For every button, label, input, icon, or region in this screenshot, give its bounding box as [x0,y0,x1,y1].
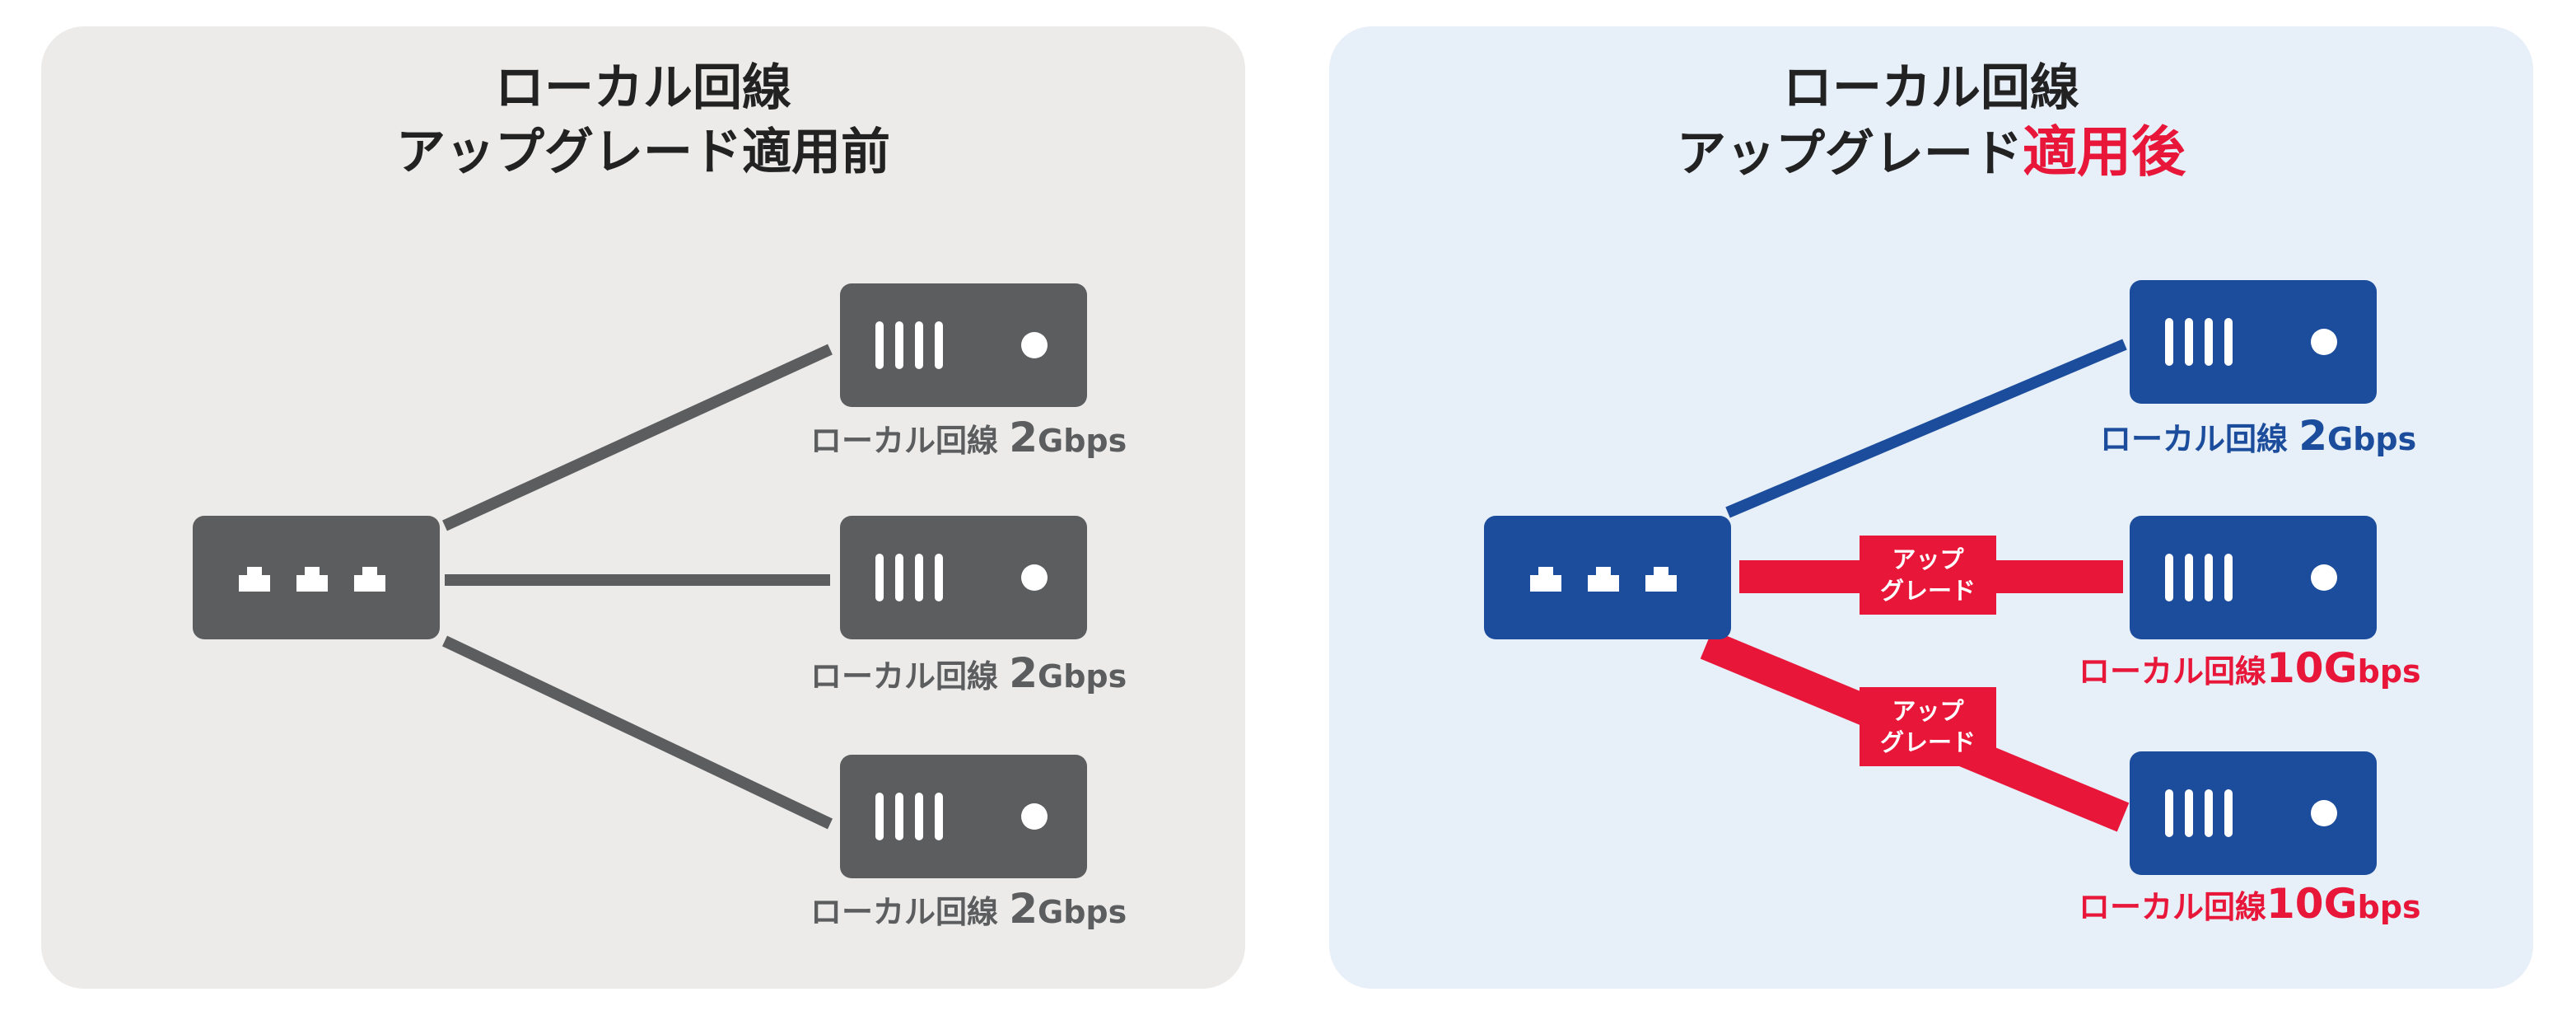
link-before-bottom [441,635,833,830]
title-before-line1: ローカル回線 [495,59,791,117]
title-after: ローカル回線 アップグレード適用後 [1329,56,2533,186]
title-after-line2: アップグレード適用後 [1329,120,2533,186]
switch-before [193,516,440,639]
upgrade-badge-line2: グレード [1879,728,1976,756]
upgrade-badge-bottom: アップ グレード [1860,687,1996,766]
title-after-line2-a: アップグレード [1677,125,2023,183]
server-after-1 [2130,280,2377,404]
upgrade-badge-line1: アップ [1892,697,1964,725]
server-before-2 [840,516,1087,639]
server-label-before-2: ローカル回線 2Gbps [810,649,1127,697]
link-after-top [1725,339,2127,518]
network-switch-icon [239,567,385,592]
server-label-before-3: ローカル回線 2Gbps [810,885,1127,933]
server-label-after-1: ローカル回線 2Gbps [2100,412,2417,460]
server-label-after-3: ローカル回線10Gbps [2079,880,2421,928]
server-before-1 [840,283,1087,407]
title-after-line2-highlight: 適用後 [2023,120,2186,184]
server-icon [875,321,1048,369]
server-before-3 [840,755,1087,878]
server-icon [2165,554,2337,601]
link-before-top [442,344,833,531]
upgrade-badge-line2: グレード [1879,577,1976,605]
server-label-before-1: ローカル回線 2Gbps [810,414,1127,461]
title-before: ローカル回線 アップグレード適用前 [41,56,1245,185]
server-after-2 [2130,516,2377,639]
network-switch-icon [1530,567,1677,592]
title-after-line1: ローカル回線 [1783,59,2079,117]
server-icon [875,793,1048,840]
server-label-after-2: ローカル回線10Gbps [2079,644,2421,692]
title-before-line2: アップグレード適用前 [396,124,890,181]
server-icon [2165,789,2337,837]
server-icon [875,554,1048,601]
switch-after [1484,516,1731,639]
upgrade-badge-line1: アップ [1892,545,1964,573]
server-after-3 [2130,751,2377,875]
upgrade-badge-middle: アップ グレード [1860,536,1996,615]
server-icon [2165,318,2337,366]
